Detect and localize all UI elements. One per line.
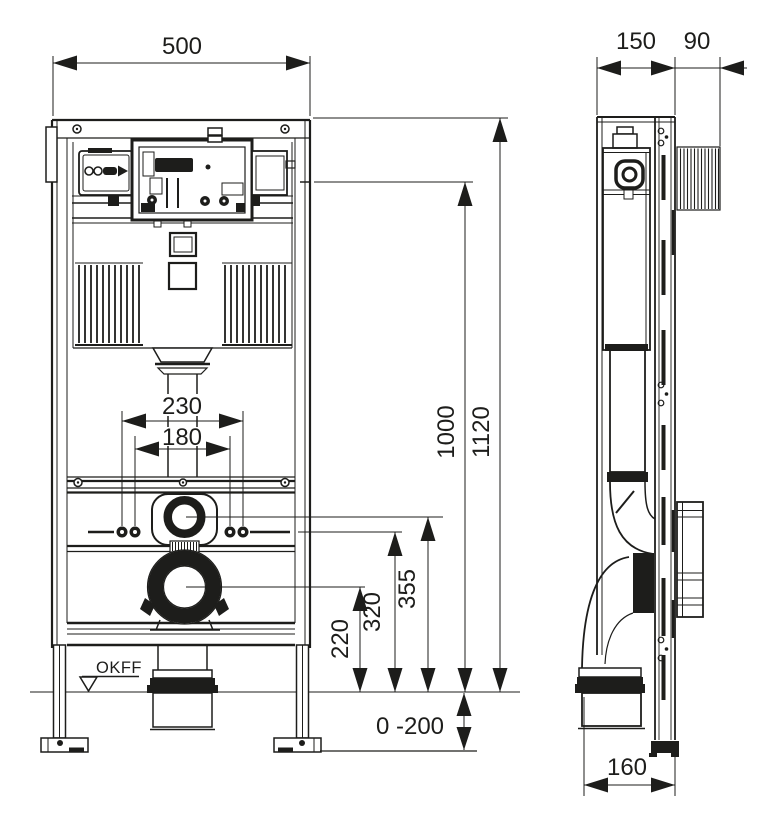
arrowhead-icon (53, 55, 77, 71)
okff-marker: OKFF (78, 659, 142, 693)
fill-valve-unit (78, 148, 134, 196)
dim-rod-spacing-230: 230 (121, 393, 244, 526)
feet (40, 644, 322, 753)
dim-water-height-355: 355 (394, 517, 436, 692)
flow-arrow-icon (118, 165, 128, 177)
arrowhead-icon (597, 60, 621, 76)
actuation-protection-box (676, 146, 721, 211)
arrowhead-icon (352, 587, 368, 611)
dim-total-height-1120: 1120 (313, 117, 508, 692)
arrowhead-icon (420, 668, 436, 692)
arrowhead-icon (651, 60, 675, 76)
arrowhead-icon (457, 668, 473, 692)
flush-plate-opening-upper (168, 231, 198, 258)
bottom-crossbar (67, 621, 295, 647)
service-opening (72, 127, 296, 222)
dim-label-rod-spacing-outer: 230 (162, 393, 202, 420)
side-view: 150 90 160 (575, 28, 747, 796)
arrowhead-icon (206, 441, 230, 457)
wc-connection-bracket (676, 501, 704, 618)
arrowhead-icon (387, 668, 403, 692)
inspection-window (130, 138, 254, 222)
dim-depth-150-90: 150 90 (596, 28, 747, 146)
leader-lines (186, 516, 443, 588)
dim-label-total-height: 1120 (468, 406, 495, 458)
arrowhead-icon (420, 517, 436, 541)
dim-reference-height-1000: 1000 (300, 181, 473, 692)
dim-foot-adjustment: 0 -200 (320, 693, 477, 752)
side-flush-bend (609, 481, 656, 613)
wc-flush-connector (633, 553, 654, 613)
dim-outlet-offset-160: 160 (583, 697, 676, 796)
dim-label-rod-spacing-inner: 180 (162, 424, 202, 451)
arrowhead-icon (456, 693, 472, 716)
dim-label-foot-adjustment: 0 -200 (376, 713, 444, 740)
arrowhead-icon (492, 118, 508, 142)
level-triangle-icon (78, 676, 99, 693)
logo-plate (155, 158, 193, 172)
front-view: OKFF 500 230 18 (30, 33, 520, 753)
arrowhead-icon (219, 413, 243, 429)
rail-foot (651, 741, 679, 753)
side-anchor-tab (45, 126, 58, 183)
dim-label-outlet-offset: 160 (607, 754, 647, 781)
dim-width-500: 500 (52, 33, 311, 116)
arrowhead-icon (286, 55, 310, 71)
overflow-unit (251, 150, 296, 196)
dim-rod-spacing-180: 180 (134, 424, 231, 526)
dim-drain-height-220: 220 (327, 587, 368, 692)
flush-pipe (151, 347, 214, 477)
arrowhead-icon (457, 182, 473, 206)
dim-label-width: 500 (162, 33, 202, 60)
arrowhead-icon (122, 413, 146, 429)
side-cistern (602, 126, 651, 482)
ribbed-panel-left (75, 262, 143, 346)
arrowhead-icon (352, 668, 368, 692)
wall-rail (649, 117, 679, 757)
side-frame-profile (596, 116, 675, 655)
drain-socket (140, 549, 229, 631)
floor-outlet (147, 645, 218, 731)
dim-label-water-height: 355 (394, 569, 421, 609)
dim-label-frame-depth: 150 (616, 28, 656, 55)
arrowhead-icon (584, 777, 608, 793)
threaded-rod-holes (88, 526, 290, 538)
arrowhead-icon (720, 60, 744, 76)
arrowhead-icon (135, 441, 159, 457)
flush-plate-opening-lower (167, 261, 198, 291)
actuation-mount (614, 159, 645, 190)
arrowhead-icon (456, 727, 472, 750)
dim-label-reference-height: 1000 (433, 405, 460, 458)
ribbed-panel-right (222, 262, 292, 346)
arrowhead-icon (492, 668, 508, 692)
water-supply-connection (151, 493, 218, 553)
dim-label-actuation-depth: 90 (684, 28, 711, 55)
frame (45, 118, 312, 648)
arrowhead-icon (387, 532, 403, 556)
floor-level-label: OKFF (96, 659, 142, 677)
dim-label-drain-height: 220 (327, 619, 354, 659)
arrowhead-icon (651, 777, 675, 793)
fill-valve-cap (616, 126, 634, 135)
side-drain-elbow (575, 556, 645, 730)
